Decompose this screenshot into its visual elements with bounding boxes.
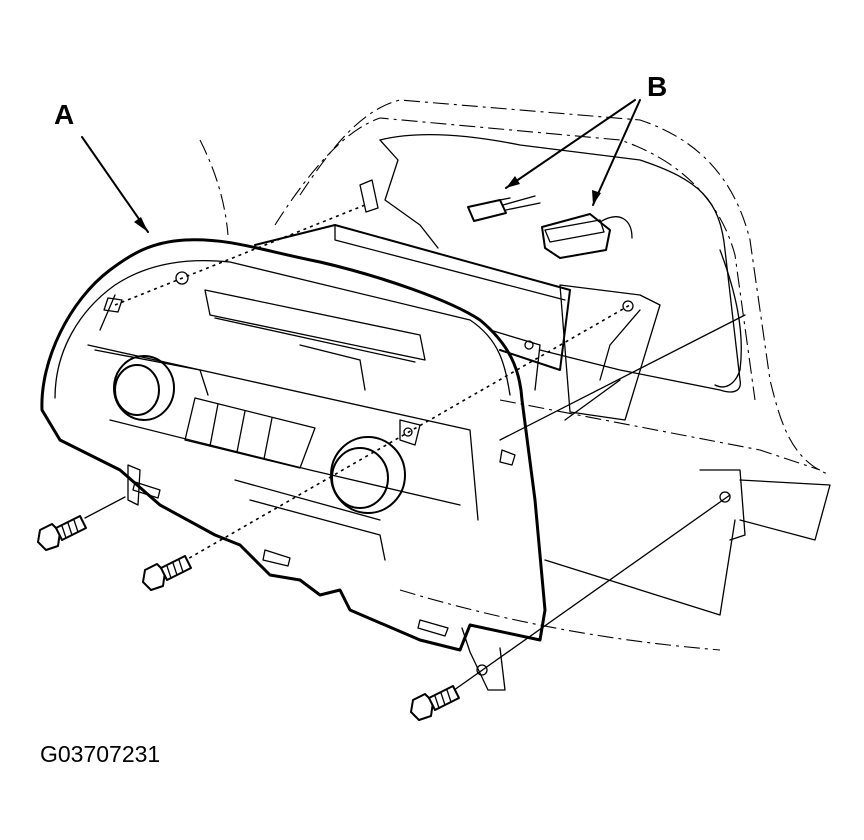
audio-front-panel bbox=[40, 238, 547, 691]
bolt-icon bbox=[410, 685, 460, 721]
audio-unit-body bbox=[254, 224, 571, 391]
figure-id: G03707231 bbox=[40, 741, 161, 767]
arrow-icon bbox=[81, 99, 641, 233]
callout-a-label: A bbox=[54, 99, 75, 130]
dashboard-outline bbox=[199, 99, 831, 651]
connector-icon bbox=[467, 195, 541, 222]
callout-b-label: B bbox=[647, 71, 668, 102]
alignment-lines bbox=[84, 204, 746, 701]
mounting-bracket bbox=[559, 284, 746, 541]
connector-icon bbox=[541, 213, 633, 259]
bolt-icon bbox=[37, 515, 87, 551]
bolt-icon bbox=[142, 555, 192, 591]
